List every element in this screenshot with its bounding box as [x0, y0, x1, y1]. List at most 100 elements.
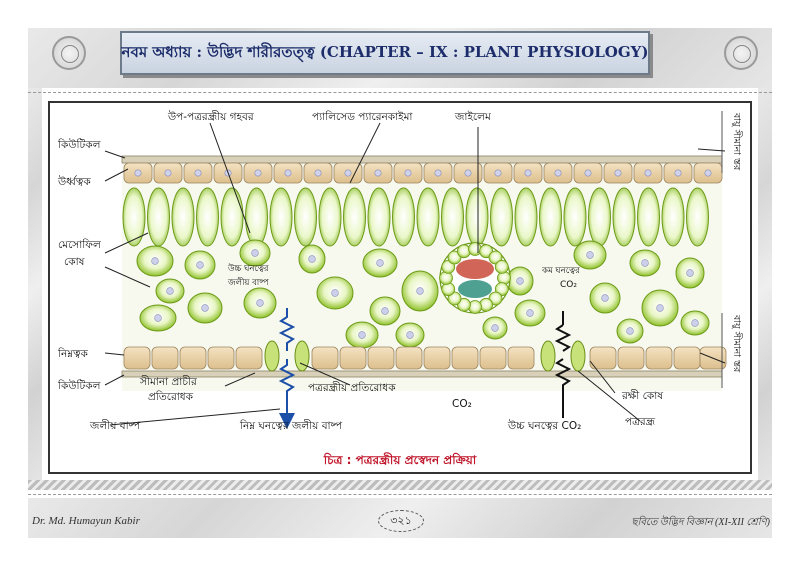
lower-epidermis-cells — [123, 346, 727, 370]
diagram-frame: উপ-পত্ররন্ধ্রীয় গহবর প্যালিসেড প্যারেনক… — [48, 101, 752, 474]
seal-icon-right — [724, 36, 758, 70]
label-mesophyll-1: মেসোফিল — [58, 238, 102, 251]
nucleus — [404, 169, 412, 177]
lower-epidermis-cell — [339, 346, 367, 370]
sheath-cell — [468, 242, 482, 256]
upper-cuticle — [121, 155, 723, 164]
nucleus — [704, 169, 712, 177]
nucleus — [406, 331, 414, 339]
figure-caption: চিত্র : পত্ররন্ধ্রীয় প্রস্বেদন প্রক্রিয… — [323, 453, 477, 467]
nucleus — [516, 277, 524, 285]
label-palisade: প্যালিসেড প্যারেনকাইমা — [312, 110, 413, 123]
nucleus — [614, 169, 622, 177]
lower-epidermis-cell — [123, 346, 151, 370]
nucleus — [154, 314, 162, 322]
label-boundary-res-1: সীমানা প্রাচীর — [139, 375, 198, 388]
palisade-cell — [661, 187, 685, 247]
nucleus — [284, 169, 292, 177]
guard-cell-left-a — [264, 340, 280, 372]
lower-epidermis-cell — [673, 346, 701, 370]
leader-lines — [104, 122, 726, 426]
label-high-conc-vapour-2: জলীয় বাষ্প — [227, 276, 269, 288]
label-mesophyll-2: কোষ — [64, 256, 86, 268]
lower-epidermis-cell — [367, 346, 395, 370]
stripe-divider — [28, 480, 772, 490]
label-xylem: জাইলেম — [454, 110, 492, 123]
sheath-cell — [457, 244, 471, 259]
upper-epidermis-cells — [123, 162, 723, 184]
lower-epidermis-cell — [235, 346, 263, 370]
lower-epidermis-cell — [451, 346, 479, 370]
nucleus — [381, 307, 389, 315]
sheath-cell — [441, 282, 456, 296]
lower-epidermis-cell — [151, 346, 179, 370]
palisade-cell — [294, 187, 317, 247]
nucleus — [358, 331, 366, 339]
lower-epidermis-cell — [311, 346, 339, 370]
nucleus — [434, 169, 442, 177]
label-boundary-res-2: প্রতিরোধক — [148, 390, 194, 403]
nucleus — [526, 309, 534, 317]
label-low-co2-2: CO₂ — [560, 280, 577, 290]
nucleus — [376, 259, 384, 267]
lower-epidermis-cell — [207, 346, 235, 370]
divider-top — [28, 92, 772, 93]
palisade-cell — [220, 187, 244, 247]
sheath-cell — [479, 297, 493, 312]
nucleus — [686, 269, 694, 277]
nucleus — [691, 319, 699, 327]
nucleus — [464, 169, 472, 177]
palisade-cell — [637, 187, 660, 247]
nucleus — [194, 169, 202, 177]
nucleus — [554, 169, 562, 177]
nucleus — [314, 169, 322, 177]
nucleus — [166, 287, 174, 295]
nucleus — [524, 169, 532, 177]
label-high-conc-vapour-1: উচ্চ ঘনত্বের — [227, 262, 270, 274]
nucleus — [254, 169, 262, 177]
lower-epidermis-cell — [617, 346, 645, 370]
chapter-title: নবম অধ্যায় : উদ্ভিদ শারীরতত্ত্ব (CHAPTE… — [121, 42, 649, 61]
label-low-co2-1: কম ঘনত্বের — [541, 266, 581, 276]
lower-epidermis-cell — [479, 346, 507, 370]
sheath-cell — [439, 271, 453, 285]
lower-epidermis-cell — [423, 346, 451, 370]
label-cuticle-bottom: কিউটিকল — [57, 379, 102, 392]
guard-cell-left-b — [294, 340, 310, 372]
nucleus — [584, 169, 592, 177]
guard-cell-right-a — [540, 340, 556, 372]
palisade-cell — [416, 187, 440, 247]
palisade-cell — [245, 187, 268, 247]
label-low-conc-vapour: নিম্ন ঘনত্বের জলীয় বাষ্প — [239, 419, 344, 432]
lower-epidermis-cell — [395, 346, 423, 370]
sheath-cell — [494, 260, 509, 274]
page-number: ৩২১ — [378, 510, 424, 532]
marble-border-right — [758, 88, 772, 488]
label-boundary-bottom: বায়ু সীমানা স্তর — [731, 314, 744, 373]
palisade-cell — [490, 187, 513, 247]
nucleus — [674, 169, 682, 177]
nucleus — [196, 261, 204, 269]
resistor-lower-left — [278, 359, 296, 399]
nucleus — [601, 294, 609, 302]
nucleus — [164, 169, 172, 177]
label-water-vapour: জলীয় বাষ্প — [89, 419, 142, 432]
palisade-cell — [612, 187, 636, 247]
resistor-lower-right — [554, 358, 572, 403]
sheath-cell — [497, 271, 511, 285]
footer-book-title: ছবিতে উদ্ভিদ বিজ্ঞান (XI-XII শ্রেণি) — [631, 517, 770, 528]
nucleus — [656, 304, 664, 312]
label-stoma: পত্ররন্ধ্র — [625, 416, 656, 428]
palisade-cells — [122, 187, 709, 247]
resistor-upper-left — [278, 308, 296, 351]
nucleus — [134, 169, 142, 177]
lower-epidermis-cell — [179, 346, 207, 370]
palisade-cell — [147, 187, 170, 247]
palisade-cell — [367, 187, 391, 247]
phloem-tissue — [458, 280, 492, 298]
nucleus — [256, 299, 264, 307]
leaf-cross-section-diagram: উপ-পত্ররন্ধ্রীয় গহবর প্যালিসেড প্যারেনক… — [57, 110, 744, 432]
nucleus — [308, 255, 316, 263]
guard-cell-right-b — [570, 340, 586, 372]
label-stomatal-res: পত্ররন্ধ্রীয় প্রতিরোধক — [308, 381, 396, 394]
